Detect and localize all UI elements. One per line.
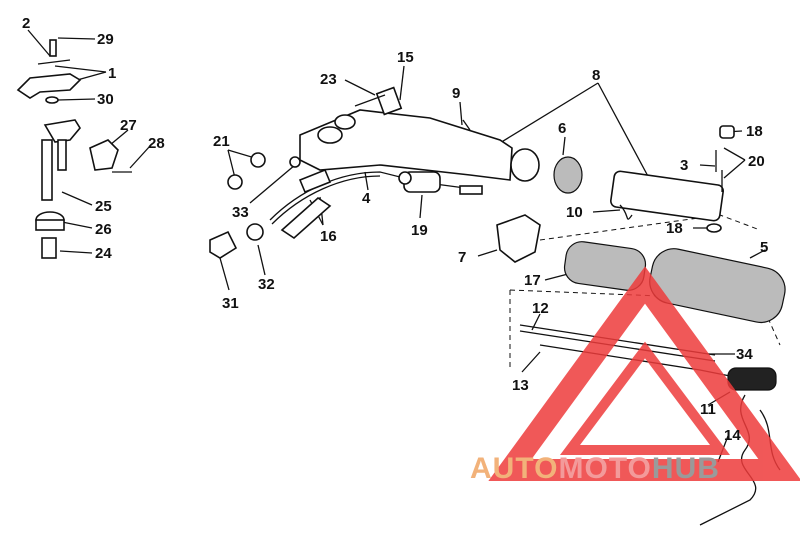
callout-10: 10 [566, 204, 583, 221]
watermark-auto: AUTO [470, 452, 559, 485]
callout-21: 21 [213, 133, 230, 150]
callout-18-top: 18 [746, 123, 763, 140]
linkage-assembly [16, 39, 132, 259]
tiller-arm [299, 86, 583, 194]
callout-30: 30 [97, 91, 114, 108]
callout-27: 27 [120, 117, 137, 134]
callout-23: 23 [320, 71, 337, 88]
callout-24: 24 [95, 245, 112, 262]
callout-6: 6 [558, 120, 567, 137]
watermark-moto: MOTO [558, 452, 652, 485]
callout-32: 32 [258, 276, 275, 293]
callout-26: 26 [95, 221, 112, 238]
callout-33: 33 [232, 204, 249, 221]
watermark-text: AUTOMOTOHUB [470, 452, 720, 486]
callout-16: 16 [320, 228, 337, 245]
callout-28: 28 [148, 135, 165, 152]
callout-4: 4 [362, 190, 371, 207]
callout-20: 20 [748, 153, 765, 170]
callout-13: 13 [512, 377, 529, 394]
callout-7: 7 [458, 249, 467, 266]
callout-17: 17 [524, 272, 541, 289]
callout-29: 29 [97, 31, 114, 48]
callout-2: 2 [22, 15, 31, 32]
callout-11: 11 [700, 401, 716, 418]
callout-12: 12 [532, 300, 549, 317]
callout-19: 19 [411, 222, 428, 239]
watermark-logo [488, 266, 800, 481]
watermark-hub: HUB [651, 452, 720, 485]
callout-3: 3 [680, 157, 689, 174]
callout-9: 9 [452, 85, 461, 102]
callout-15: 15 [397, 49, 414, 66]
callout-1: 1 [108, 65, 117, 82]
callout-5: 5 [760, 239, 769, 256]
callout-31: 31 [222, 295, 239, 312]
callout-25: 25 [95, 198, 112, 215]
callout-8: 8 [592, 67, 601, 84]
throttle-cable [209, 152, 483, 259]
callout-18-mid: 18 [666, 220, 683, 237]
callout-34: 34 [736, 346, 753, 363]
callout-14: 14 [724, 427, 741, 444]
